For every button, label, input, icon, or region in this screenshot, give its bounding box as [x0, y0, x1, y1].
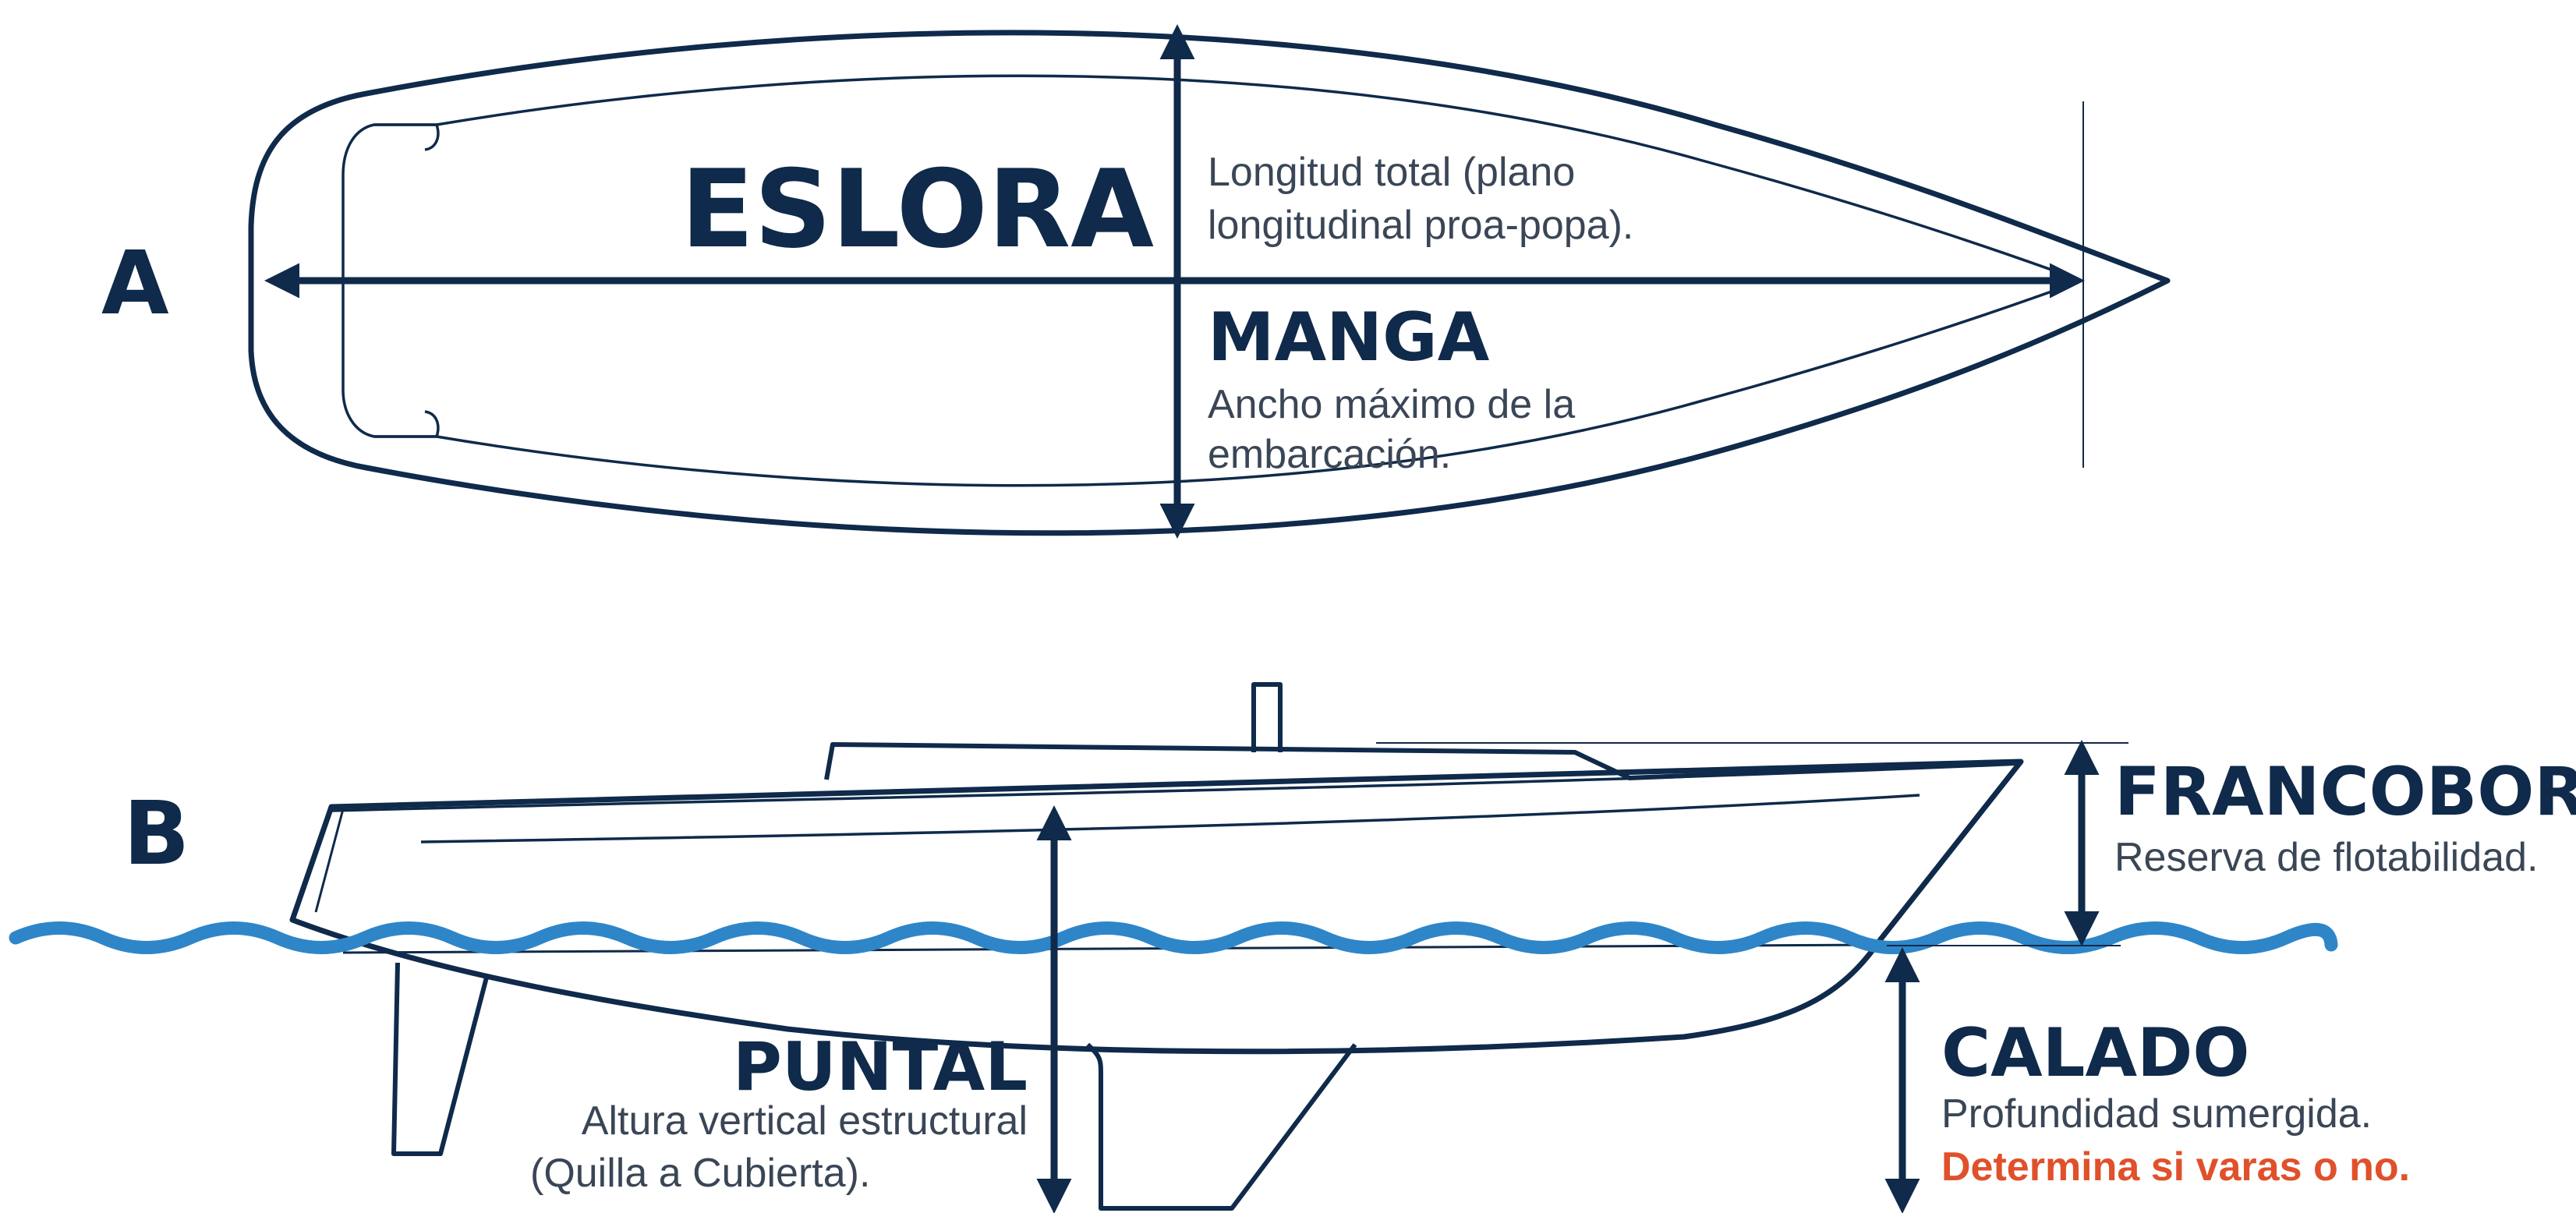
manga-desc-line1: Ancho máximo de la — [1208, 382, 1575, 427]
hull-top-view — [248, 30, 2171, 536]
eslora-desc-line2: longitudinal proa-popa). — [1208, 203, 1633, 248]
panel-label-b: B — [123, 783, 189, 885]
puntal-desc-line2: (Quilla a Cubierta). — [530, 1151, 870, 1196]
francobordo-desc: Reserva de flotabilidad. — [2114, 835, 2538, 880]
eslora-title: ESLORA — [681, 147, 1154, 272]
water-wave — [9, 921, 2338, 954]
panel-label-a: A — [101, 233, 169, 334]
puntal-title: PUNTAL — [733, 1028, 1028, 1106]
manga-title: MANGA — [1208, 299, 1490, 377]
calado-warning: Determina si varas o no. — [1941, 1144, 2410, 1190]
calado-desc-line1: Profundidad sumergida. — [1941, 1091, 2372, 1137]
calado-title: CALADO — [1941, 1014, 2250, 1092]
manga-desc-line2: embarcación. — [1208, 432, 1451, 477]
francobordo-title: FRANCOBORDO — [2114, 753, 2576, 831]
eslora-desc-line1: Longitud total (plano — [1208, 150, 1575, 195]
puntal-desc-line1: Altura vertical estructural — [582, 1098, 1028, 1144]
